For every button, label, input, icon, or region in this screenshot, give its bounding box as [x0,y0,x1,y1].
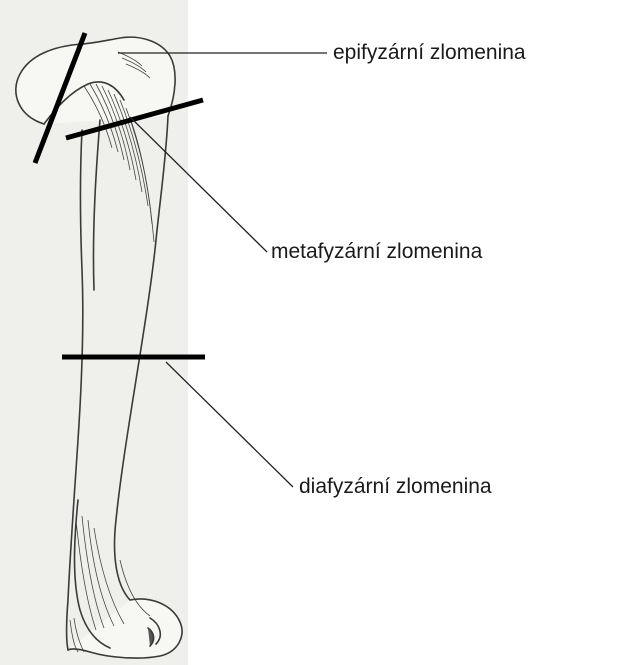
metaphyseal-fracture-label: metafyzární zlomenina [271,241,482,262]
epiphyseal-fracture-label: epifyzární zlomenina [333,42,526,63]
diaphyseal-fracture-label: diafyzární zlomenina [299,476,492,497]
